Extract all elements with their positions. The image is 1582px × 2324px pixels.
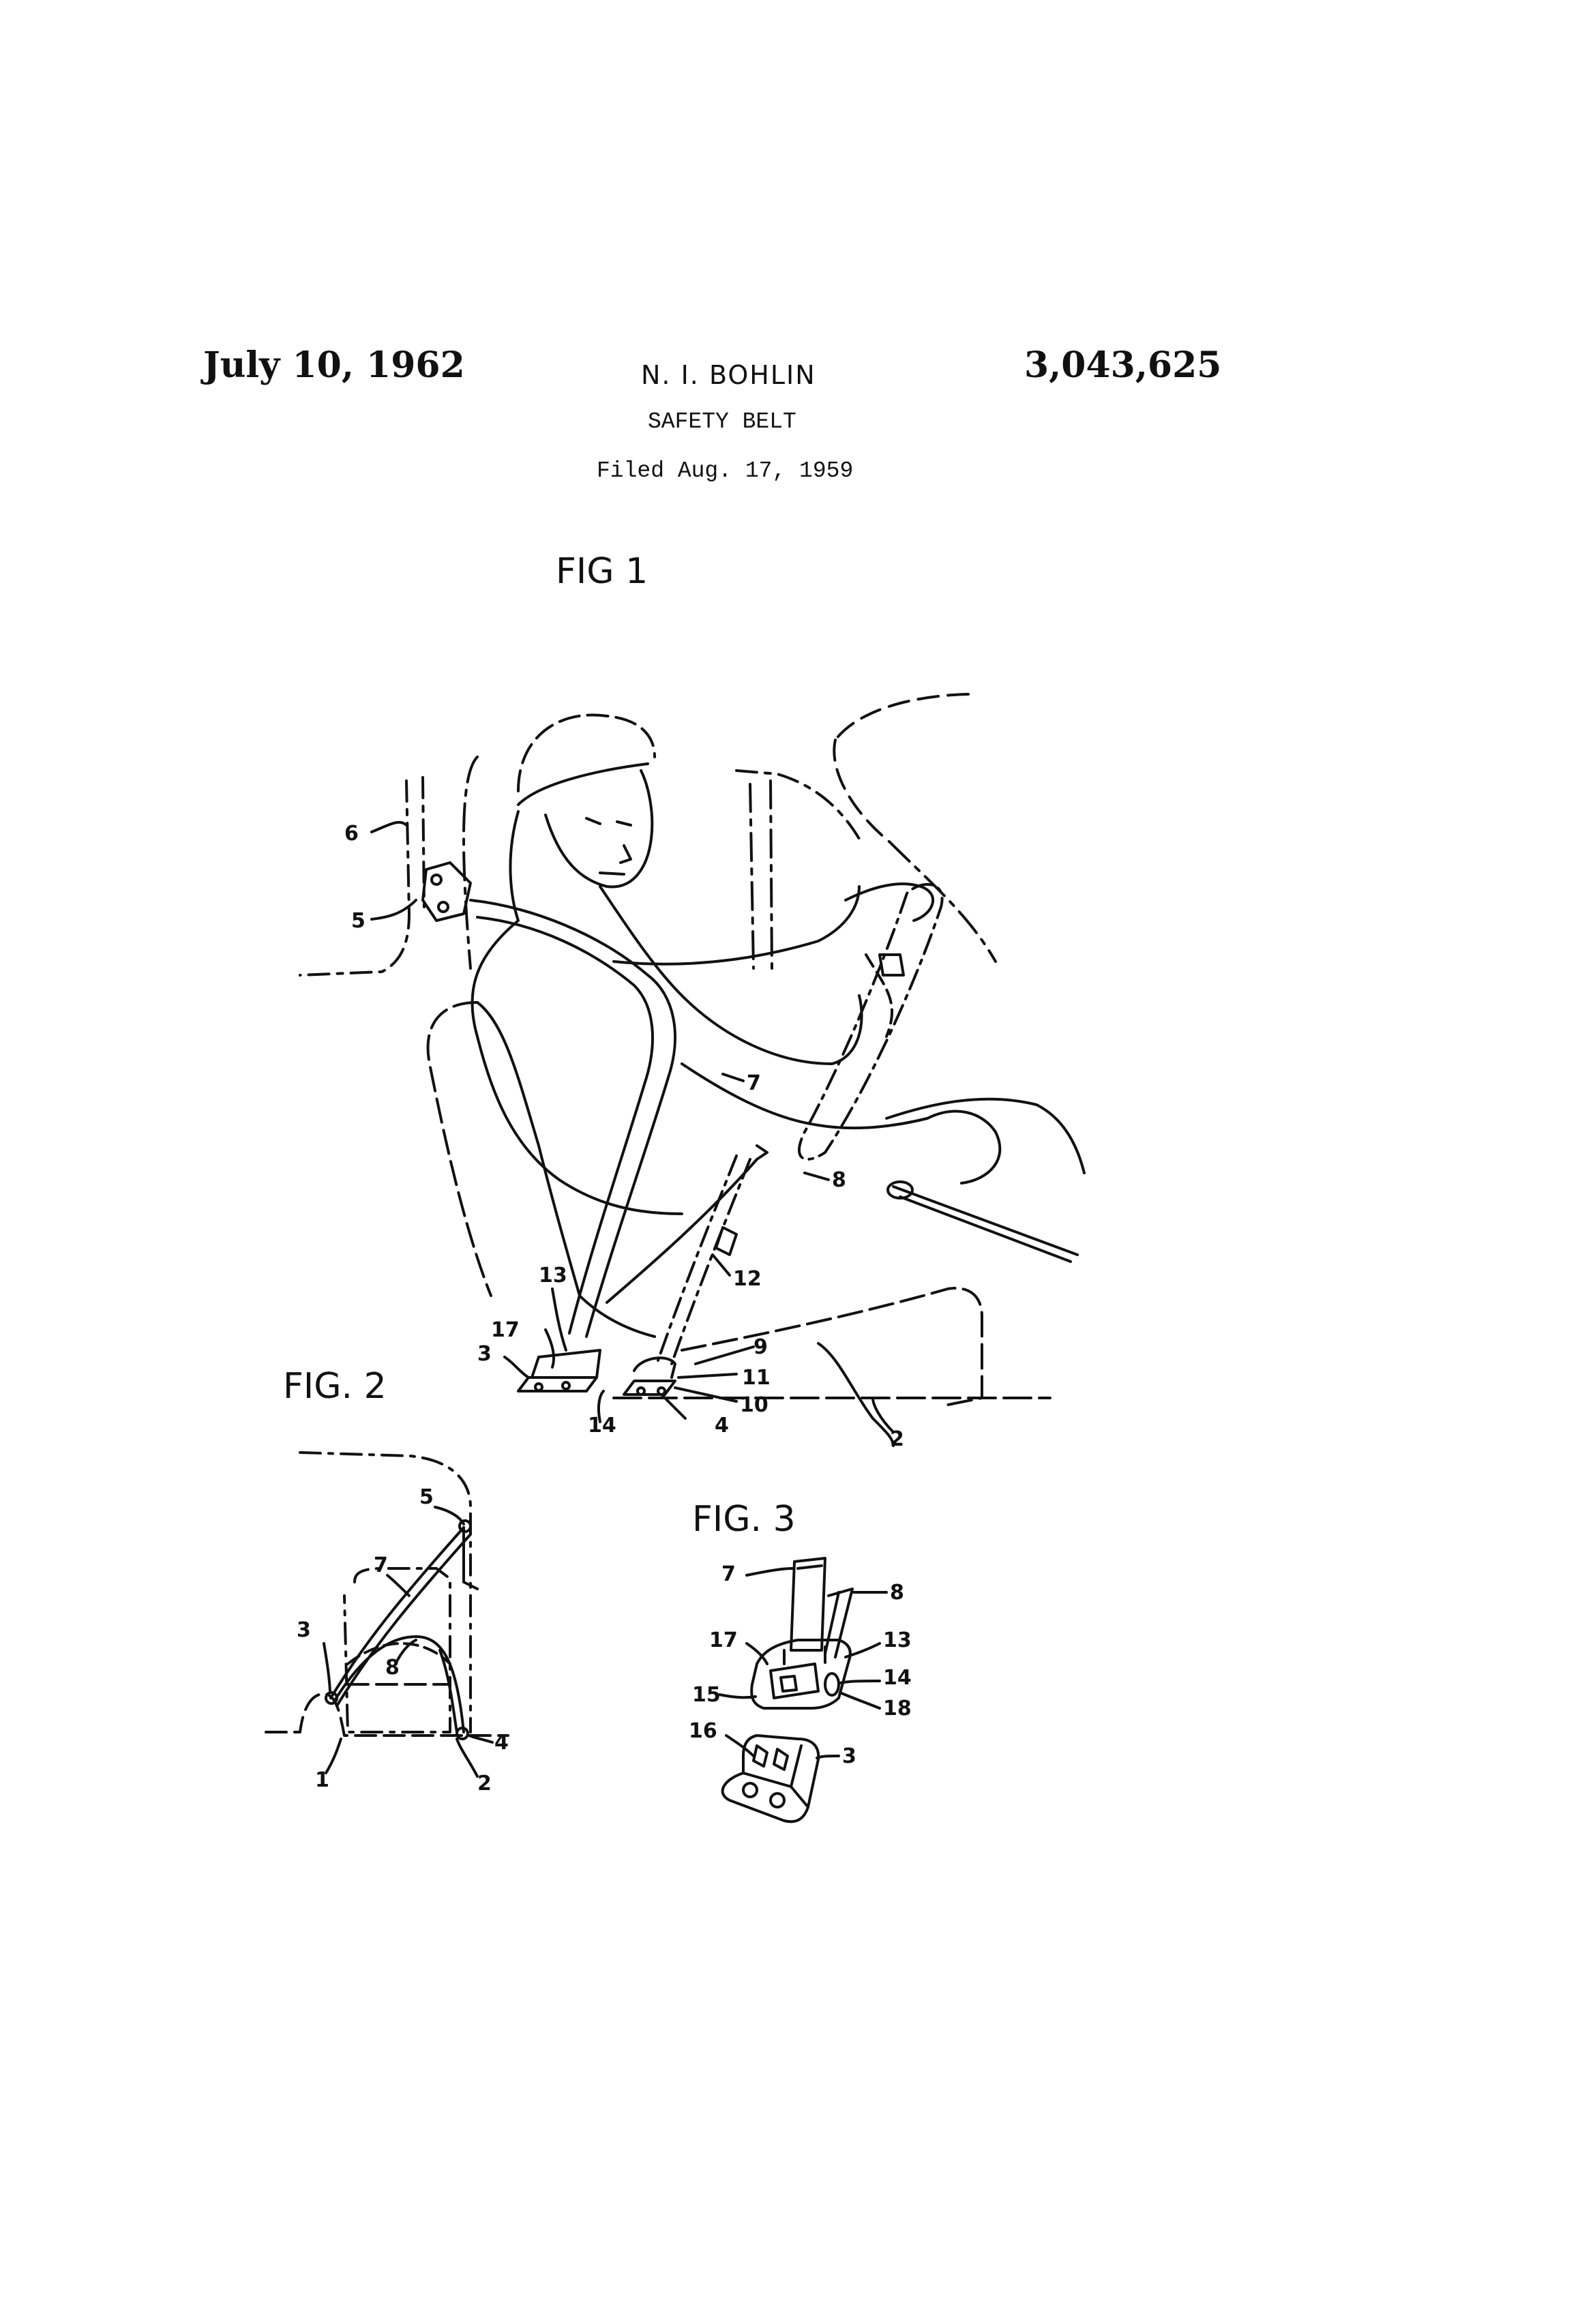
fig1-ref-11: 11 xyxy=(742,1366,771,1390)
fig2-drawing xyxy=(265,1451,509,1778)
fig1-ref-5: 5 xyxy=(351,909,365,933)
patent-number: 3,043,625 xyxy=(1024,344,1222,386)
fig3-ref-8: 8 xyxy=(890,1581,904,1605)
fig1-ref-6: 6 xyxy=(344,822,359,846)
fig1-ref-12: 12 xyxy=(733,1267,762,1291)
fig3-ref-3: 3 xyxy=(842,1744,856,1768)
filing-date: Filed Aug. 17, 1959 xyxy=(597,458,854,483)
fig3-ref-14: 14 xyxy=(883,1666,912,1690)
fig1-ref-7: 7 xyxy=(747,1071,761,1095)
fig1-ref-10: 10 xyxy=(740,1393,768,1417)
fig3-ref-17: 17 xyxy=(709,1628,738,1652)
fig1-label: FIG 1 xyxy=(556,551,648,592)
fig1-ref-14: 14 xyxy=(588,1414,616,1437)
fig1-ref-9: 9 xyxy=(753,1335,768,1359)
fig1-ref-2: 2 xyxy=(890,1427,904,1451)
fig3-drawing xyxy=(718,1557,888,1823)
patent-date: July 10, 1962 xyxy=(203,344,465,386)
fig3-ref-13: 13 xyxy=(883,1628,912,1652)
fig1-ref-17: 17 xyxy=(491,1318,520,1342)
fig2-ref-8: 8 xyxy=(385,1656,400,1680)
fig3-ref-15: 15 xyxy=(692,1683,721,1707)
patent-title: SAFETY BELT xyxy=(648,409,796,434)
fig1-ref-3: 3 xyxy=(477,1342,492,1366)
fig2-label: FIG. 2 xyxy=(283,1366,387,1407)
fig3-ref-16: 16 xyxy=(689,1719,717,1743)
fig2-ref-2: 2 xyxy=(477,1772,492,1796)
fig3-ref-18: 18 xyxy=(883,1697,912,1720)
fig1-ref-4: 4 xyxy=(715,1414,729,1437)
fig3-ref-7: 7 xyxy=(721,1562,736,1586)
fig2-ref-7: 7 xyxy=(374,1553,388,1577)
fig2-ref-5: 5 xyxy=(419,1485,434,1509)
inventor-name: N. I. BOHLIN xyxy=(641,360,816,390)
fig1-ref-13: 13 xyxy=(539,1264,567,1287)
fig2-ref-3: 3 xyxy=(297,1618,311,1642)
fig2-ref-4: 4 xyxy=(494,1731,509,1755)
fig1-ref-8: 8 xyxy=(832,1168,846,1192)
fig2-ref-1: 1 xyxy=(315,1768,329,1792)
fig1-drawing xyxy=(299,693,1086,1447)
fig3-label: FIG. 3 xyxy=(692,1499,796,1540)
